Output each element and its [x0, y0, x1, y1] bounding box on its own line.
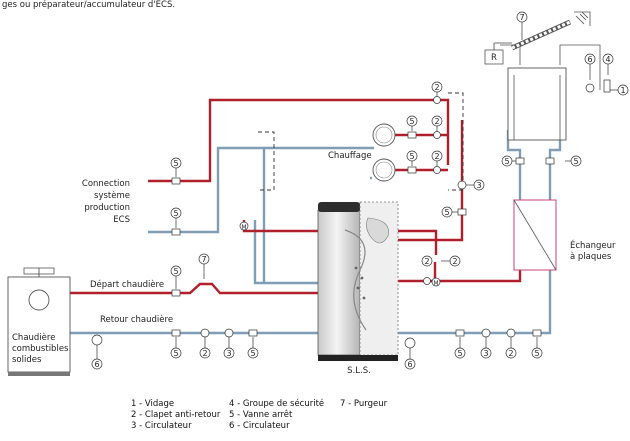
svg-text:2: 2 — [508, 349, 513, 358]
svg-text:3: 3 — [226, 349, 231, 358]
boiler-label-2: combustibles — [12, 344, 69, 354]
chauffage-label: Chauffage — [328, 151, 372, 161]
cold-vertical-1 — [253, 220, 335, 285]
inline-components — [91, 79, 611, 349]
svg-text:5: 5 — [173, 159, 178, 168]
plate-exchanger: Échangeur à plaques — [513, 199, 616, 271]
exchanger-label-2: à plaques — [570, 252, 612, 262]
legend-item-1: 1 - Vidage — [131, 399, 174, 409]
svg-text:5: 5 — [173, 209, 178, 218]
svg-text:5: 5 — [409, 152, 414, 161]
svg-text:3: 3 — [483, 349, 488, 358]
svg-text:5: 5 — [534, 349, 539, 358]
svg-text:1: 1 — [620, 86, 625, 95]
sls-label: S.L.S. — [347, 366, 371, 376]
svg-text:2: 2 — [424, 257, 429, 266]
exchanger-label-1: Échangeur — [570, 239, 616, 251]
svg-text:6: 6 — [94, 360, 99, 369]
legend-item-2: 2 - Clapet anti-retour — [131, 410, 221, 420]
connection-label-2: système — [94, 190, 130, 201]
hot-return-from-heating — [398, 120, 464, 242]
svg-text:5: 5 — [173, 267, 178, 276]
svg-text:5: 5 — [173, 349, 178, 358]
boiler-label-3: solides — [12, 355, 42, 365]
svg-text:5: 5 — [504, 157, 509, 166]
boiler-label-1: Chaudière — [12, 332, 55, 343]
svg-text:6: 6 — [407, 360, 412, 369]
legend: 1 - Vidage 2 - Clapet anti-retour 3 - Ci… — [131, 398, 388, 431]
hot-header-pipe — [148, 98, 450, 183]
chauffage-circuit: Chauffage — [328, 123, 396, 182]
svg-text:2: 2 — [434, 152, 439, 161]
hot-from-tank-top — [398, 229, 438, 255]
depart-label: Départ chaudière — [90, 279, 164, 290]
svg-text:2: 2 — [452, 257, 457, 266]
svg-text:2: 2 — [202, 349, 207, 358]
motor-valve-label-2: M — [433, 280, 438, 287]
heating-group-outline — [258, 92, 464, 191]
cold-header-pipe — [148, 146, 374, 234]
callout-numbers: 5 5 5 7 2 5 2 5 2 3 5 2 2 5 2 3 5 6 6 5 … — [94, 13, 625, 369]
legend-item-6: 6 - Circulateur — [229, 421, 290, 431]
connection-label-4: ECS — [113, 215, 130, 225]
motor-valve-label: M — [241, 224, 246, 231]
legend-item-7: 7 - Purgeur — [340, 399, 388, 409]
svg-text:7: 7 — [201, 255, 206, 264]
callouts — [91, 11, 629, 370]
svg-text:5: 5 — [444, 208, 449, 217]
sls-tank: S.L.S. — [317, 201, 399, 376]
svg-text:2: 2 — [434, 83, 439, 92]
svg-text:5: 5 — [573, 157, 578, 166]
svg-text:2: 2 — [434, 117, 439, 126]
connection-label-3: production — [84, 203, 130, 213]
legend-item-4: 4 - Groupe de sécurité — [229, 398, 324, 409]
exchanger-cold-up — [548, 130, 562, 200]
hot-to-tank — [242, 220, 330, 233]
svg-text:6: 6 — [587, 55, 592, 64]
legend-item-3: 3 - Circulateur — [131, 421, 192, 431]
connection-label-1: Connection — [82, 179, 130, 189]
solar-storage: R — [484, 11, 591, 141]
svg-text:7: 7 — [519, 13, 524, 22]
svg-text:5: 5 — [409, 117, 414, 126]
retour-right-pipe — [398, 270, 552, 335]
boiler: Chaudière combustibles solides — [7, 267, 71, 376]
regulator-label: R — [491, 53, 497, 63]
svg-text:5: 5 — [457, 349, 462, 358]
depart-pipe — [68, 282, 330, 295]
svg-text:3: 3 — [476, 181, 481, 190]
svg-text:5: 5 — [250, 349, 255, 358]
svg-text:4: 4 — [605, 55, 610, 64]
legend-item-5: 5 - Vanne arrêt — [229, 409, 293, 420]
page-title: ges ou préparateur/accumulateur d'ECS. — [2, 0, 175, 10]
connection-label-block: Connection système production ECS — [82, 179, 130, 225]
retour-label: Retour chaudière — [100, 314, 173, 325]
